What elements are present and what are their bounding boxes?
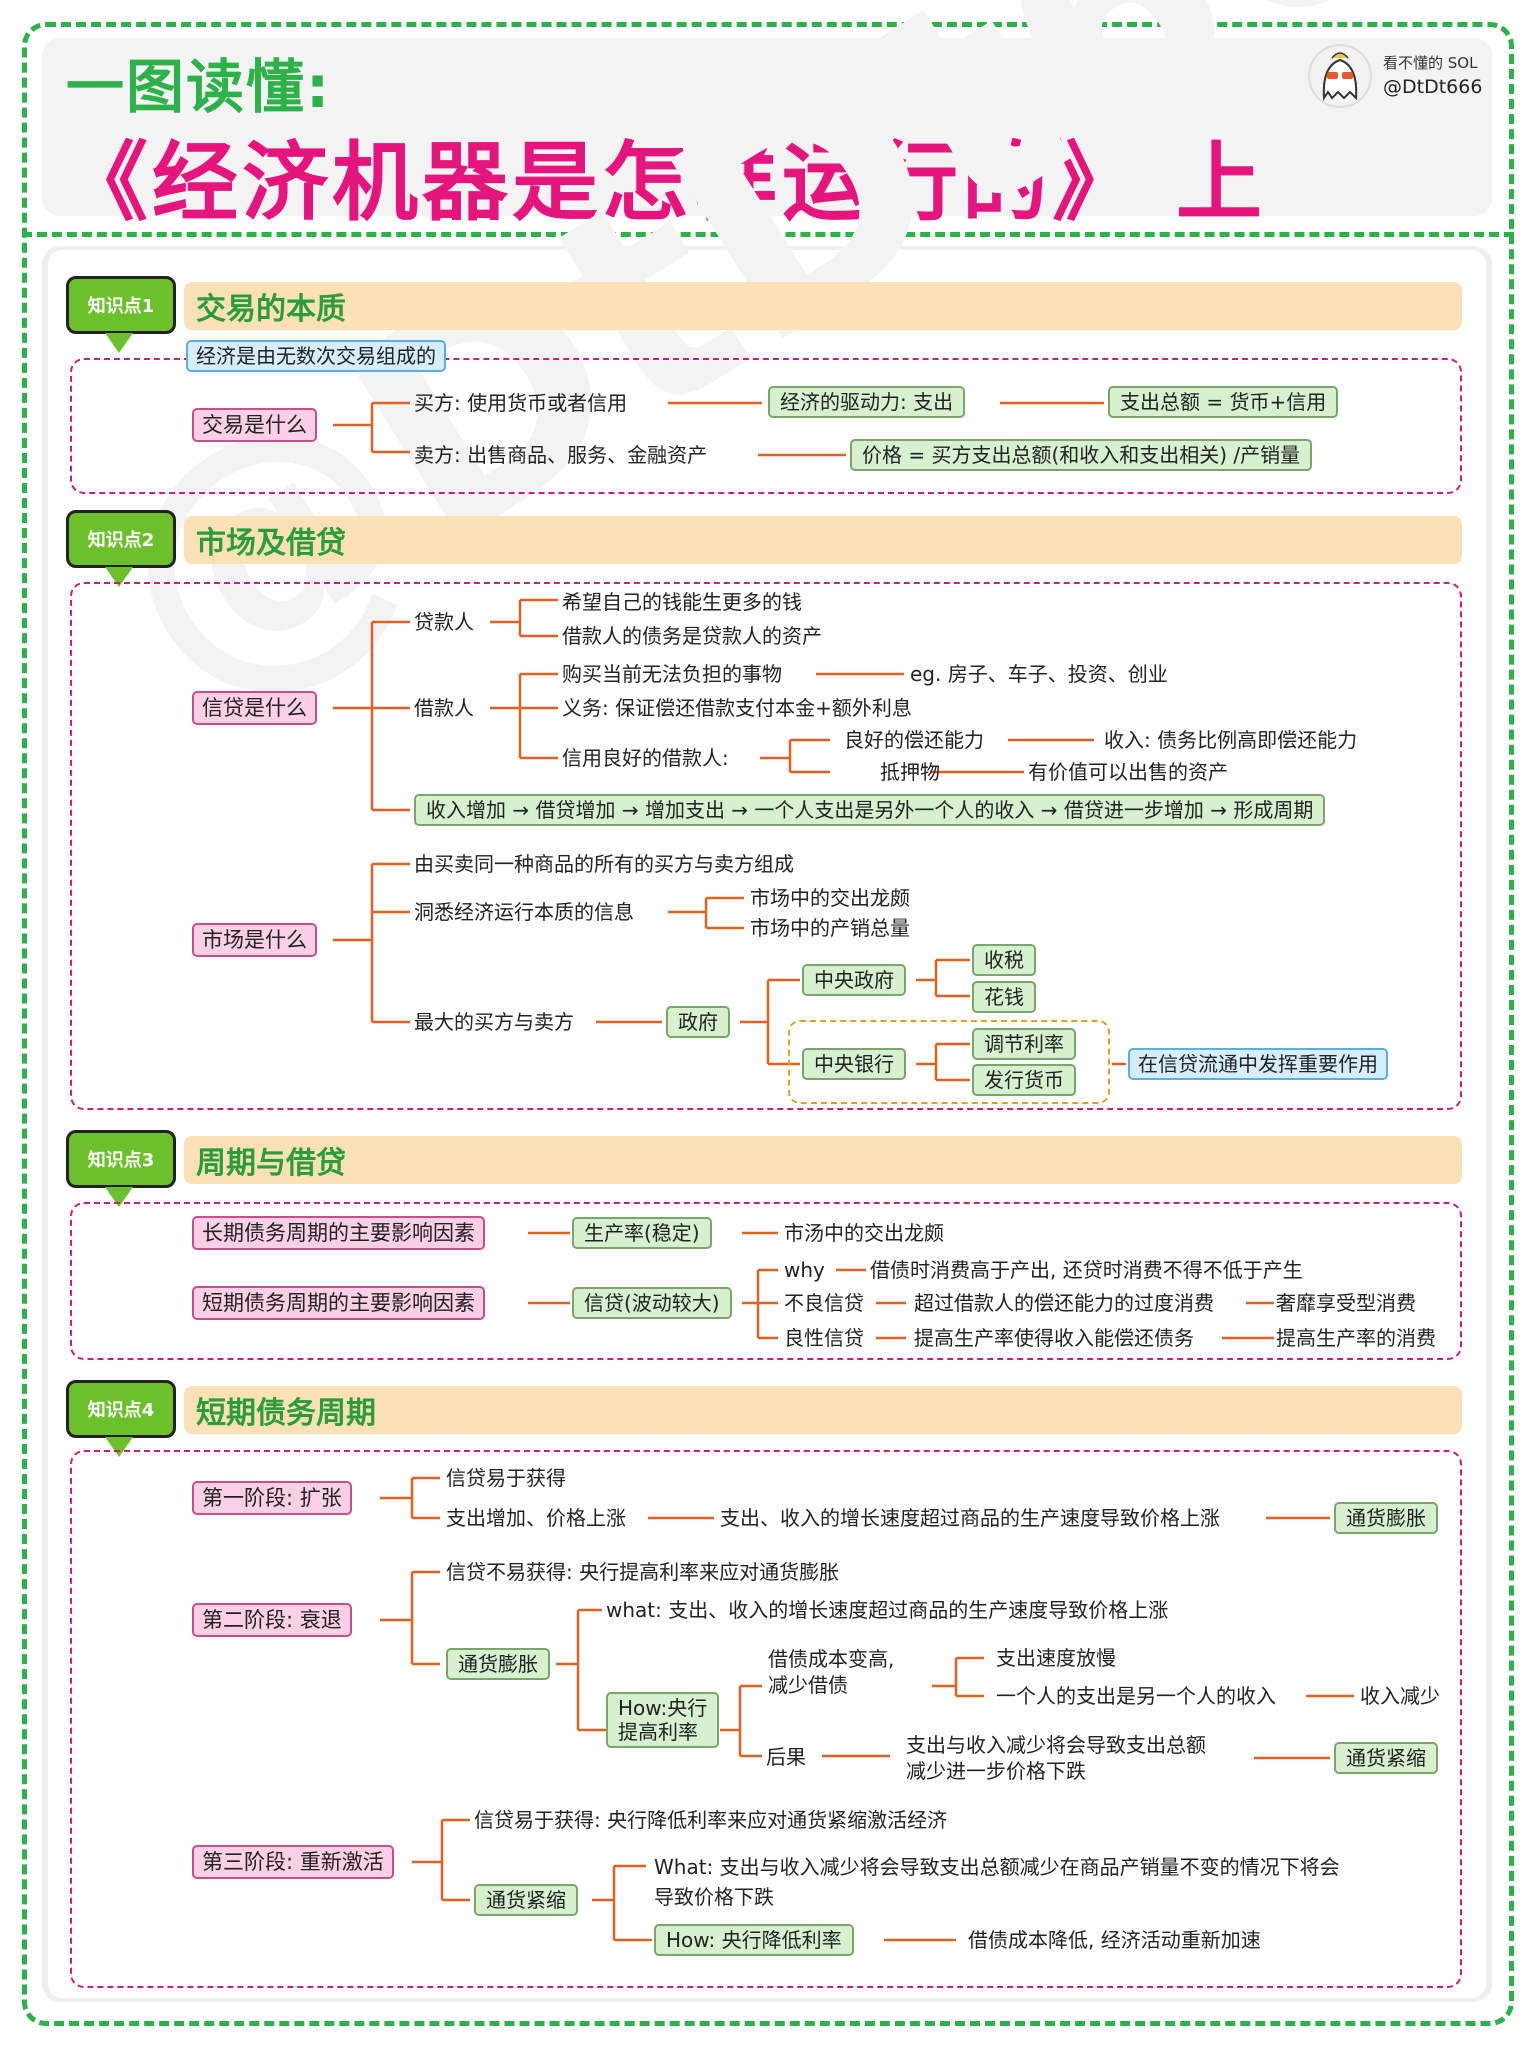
node-s2-result-note: 支出与收入减少将会导致支出总额 减少进一步价格下跌: [906, 1733, 1206, 1783]
node-s3-credit-easy: 信贷易于获得: 央行降低利率来应对通货紧缩激活经济: [474, 1808, 948, 1832]
node-credit-cycle: 收入增加 → 借贷增加 → 增加支出 → 一个人支出是另外一个人的收入 → 借贷…: [414, 794, 1326, 826]
node-s3-result: 借债成本降低, 经济活动重新加速: [968, 1928, 1261, 1952]
node-s2-credit-hard: 信贷不易获得: 央行提高利率来应对通货膨胀: [446, 1560, 840, 1584]
author-handle: @DtDt666: [1383, 76, 1483, 98]
badge-knowledge-1: 知识点1: [66, 276, 176, 353]
node-s2-chain: 一个人的支出是另一个人的收入: [996, 1684, 1276, 1708]
section2-box: [70, 582, 1462, 1110]
page-subtitle: 一图读懂:: [66, 53, 332, 121]
node-issue-money: 发行货币: [972, 1064, 1076, 1096]
node-market-2a: 市场中的交出龙颇: [750, 886, 910, 910]
node-tax: 收税: [972, 944, 1036, 976]
node-collateral: 抵押物: [880, 760, 940, 784]
node-lender-1: 希望自己的钱能生更多的钱: [562, 590, 802, 614]
node-bad-credit-type: 奢靡享受型消费: [1276, 1291, 1416, 1315]
badge-knowledge-4: 知识点4: [66, 1380, 176, 1457]
node-good-repay: 良好的偿还能力: [844, 728, 984, 752]
header-panel: [42, 38, 1492, 216]
node-collateral-note: 有价值可以出售的资产: [1028, 760, 1228, 784]
node-s2-result: 后果: [766, 1745, 806, 1769]
node-central-gov: 中央政府: [802, 964, 906, 996]
node-trade-root: 交易是什么: [192, 408, 317, 442]
section2-heading: 市场及借贷: [184, 516, 1462, 564]
node-s3-deflation: 通货紧缩: [474, 1884, 578, 1916]
node-driver: 经济的驱动力: 支出: [768, 386, 966, 418]
node-long-cycle: 长期债务周期的主要影响因素: [192, 1216, 485, 1250]
section1-box: [70, 358, 1462, 494]
node-s3-what: What: 支出与收入减少将会导致支出总额减少在商品产销量不变的情况下将会 导致…: [654, 1855, 1340, 1909]
node-good-credit-type: 提高生产率的消费: [1276, 1326, 1436, 1350]
node-borrower-1-eg: eg. 房子、车子、投资、创业: [910, 662, 1168, 686]
node-productivity: 生产率(稳定): [572, 1217, 712, 1249]
section1-heading: 交易的本质: [184, 282, 1462, 330]
central-bank-group: [788, 1020, 1110, 1104]
node-borrower-2: 义务: 保证偿还借款支付本金+额外利息: [562, 696, 912, 720]
node-s1-reason: 支出、收入的增长速度超过商品的生产速度导致价格上涨: [720, 1506, 1220, 1530]
node-credit-volatile: 信贷(波动较大): [572, 1287, 732, 1319]
node-good-credit-note: 提高生产率使得收入能偿还债务: [914, 1326, 1194, 1350]
author-name: 看不懂的 SOL: [1383, 54, 1478, 72]
node-central-bank: 中央银行: [802, 1048, 906, 1080]
ghost-avatar-icon: [1322, 52, 1358, 102]
node-borrower: 借款人: [414, 696, 474, 720]
node-productivity-note: 市汤中的交出龙颇: [784, 1221, 944, 1245]
node-s1-credit-easy: 信贷易于获得: [446, 1466, 566, 1490]
node-lender: 贷款人: [414, 610, 474, 634]
node-price: 价格 = 买方支出总额(和收入和支出相关) /产销量: [850, 439, 1313, 471]
node-s2-what: what: 支出、收入的增长速度超过商品的生产速度导致价格上涨: [606, 1598, 1169, 1622]
outer-frame: [22, 22, 1514, 2026]
page-title: 《经济机器是怎样运行的》 上: [62, 133, 1266, 233]
node-why: why: [784, 1258, 825, 1282]
section1-note: 经济是由无数次交易组成的: [186, 340, 446, 372]
section3-box: [70, 1202, 1462, 1360]
node-government: 政府: [666, 1006, 730, 1038]
node-stage-3: 第三阶段: 重新激活: [192, 1845, 394, 1879]
node-spend: 花钱: [972, 981, 1036, 1013]
node-market-3: 最大的买方与卖方: [414, 1010, 574, 1034]
node-spending-total: 支出总额 = 货币+信用: [1108, 386, 1339, 418]
header-divider: [22, 232, 1514, 237]
node-s1-inflation: 通货膨胀: [1334, 1502, 1438, 1534]
node-market-2b: 市场中的产销总量: [750, 916, 910, 940]
node-borrower-1: 购买当前无法负担的事物: [562, 662, 782, 686]
node-rate-adjust: 调节利率: [972, 1028, 1076, 1060]
badge-knowledge-3: 知识点3: [66, 1130, 176, 1207]
node-short-cycle: 短期债务周期的主要影响因素: [192, 1286, 485, 1320]
node-seller: 卖方: 出售商品、服务、金融资产: [414, 443, 708, 467]
node-s2-inflation: 通货膨胀: [446, 1648, 550, 1680]
node-good-repay-note: 收入: 债务比例高即偿还能力: [1104, 728, 1358, 752]
node-why-note: 借债时消费高于产出, 还贷时消费不得不低于产生: [870, 1258, 1303, 1282]
node-good-credit: 良性信贷: [784, 1326, 864, 1350]
node-market-root: 市场是什么: [192, 923, 317, 957]
node-credit-role: 在信贷流通中发挥重要作用: [1128, 1048, 1388, 1080]
node-buyer: 买方: 使用货币或者信用: [414, 391, 628, 415]
node-s3-how: How: 央行降低利率: [654, 1924, 854, 1956]
badge-knowledge-2: 知识点2: [66, 510, 176, 587]
node-bad-credit-note: 超过借款人的偿还能力的过度消费: [914, 1291, 1214, 1315]
node-credit-root: 信贷是什么: [192, 691, 317, 725]
section3-heading: 周期与借贷: [184, 1136, 1462, 1184]
node-s2-cost: 借债成本变高, 减少借债: [768, 1647, 895, 1697]
node-s2-slow: 支出速度放慢: [996, 1646, 1116, 1670]
author-avatar: [1308, 44, 1372, 108]
node-lender-2: 借款人的债务是贷款人的资产: [562, 624, 822, 648]
node-stage-2: 第二阶段: 衰退: [192, 1603, 352, 1637]
section4-box: [70, 1450, 1462, 1988]
node-market-2: 洞悉经济运行本质的信息: [414, 900, 634, 924]
node-s2-how: How:央行 提高利率: [606, 1692, 720, 1748]
node-stage-1: 第一阶段: 扩张: [192, 1481, 352, 1515]
node-bad-credit: 不良信贷: [784, 1291, 864, 1315]
node-s1-spend-up: 支出增加、价格上涨: [446, 1506, 626, 1530]
section4-heading: 短期债务周期: [184, 1386, 1462, 1434]
node-s2-income-down: 收入减少: [1360, 1684, 1440, 1708]
node-market-1: 由买卖同一种商品的所有的买方与卖方组成: [414, 852, 794, 876]
node-s2-deflation: 通货紧缩: [1334, 1742, 1438, 1774]
node-borrower-3: 信用良好的借款人:: [562, 746, 729, 770]
